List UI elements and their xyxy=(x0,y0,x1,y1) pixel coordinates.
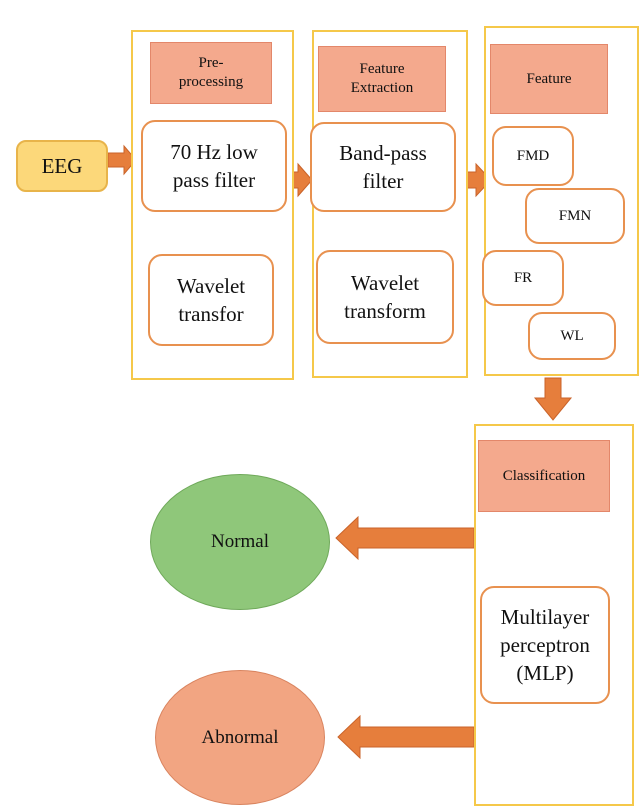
eeg-label: EEG xyxy=(41,154,83,178)
eeg-input-node: EEG xyxy=(16,140,108,192)
feature-item-fr: FR xyxy=(482,250,564,306)
feature-item-wl: WL xyxy=(528,312,616,360)
arrow-classification-to-normal xyxy=(335,515,475,561)
feature-item-fmn: FMN xyxy=(525,188,625,244)
arrow-feature-to-classification xyxy=(533,377,573,421)
mlp-node: Multilayer perceptron (MLP) xyxy=(480,586,610,704)
classification-header: Classification xyxy=(478,440,610,512)
normal-label: Normal xyxy=(210,531,270,552)
normal-output-ellipse: Normal xyxy=(150,474,330,610)
extraction-wavelet-node: Wavelet transform xyxy=(316,250,454,344)
feature-extraction-header: Feature Extraction xyxy=(318,46,446,112)
abnormal-label: Abnormal xyxy=(201,726,279,748)
abnormal-output-ellipse: Abnormal xyxy=(155,670,325,805)
feature-header: Feature xyxy=(490,44,608,114)
feature-item-fmd: FMD xyxy=(492,126,574,186)
lowpass-filter-node: 70 Hz low pass filter xyxy=(141,120,287,212)
preprocessing-header: Pre- processing xyxy=(150,42,272,104)
arrow-classification-to-abnormal xyxy=(337,714,475,760)
preprocessing-wavelet-node: Wavelet transfor xyxy=(148,254,274,346)
bandpass-filter-node: Band-pass filter xyxy=(310,122,456,212)
arrow-eeg-to-preprocessing xyxy=(107,144,137,176)
